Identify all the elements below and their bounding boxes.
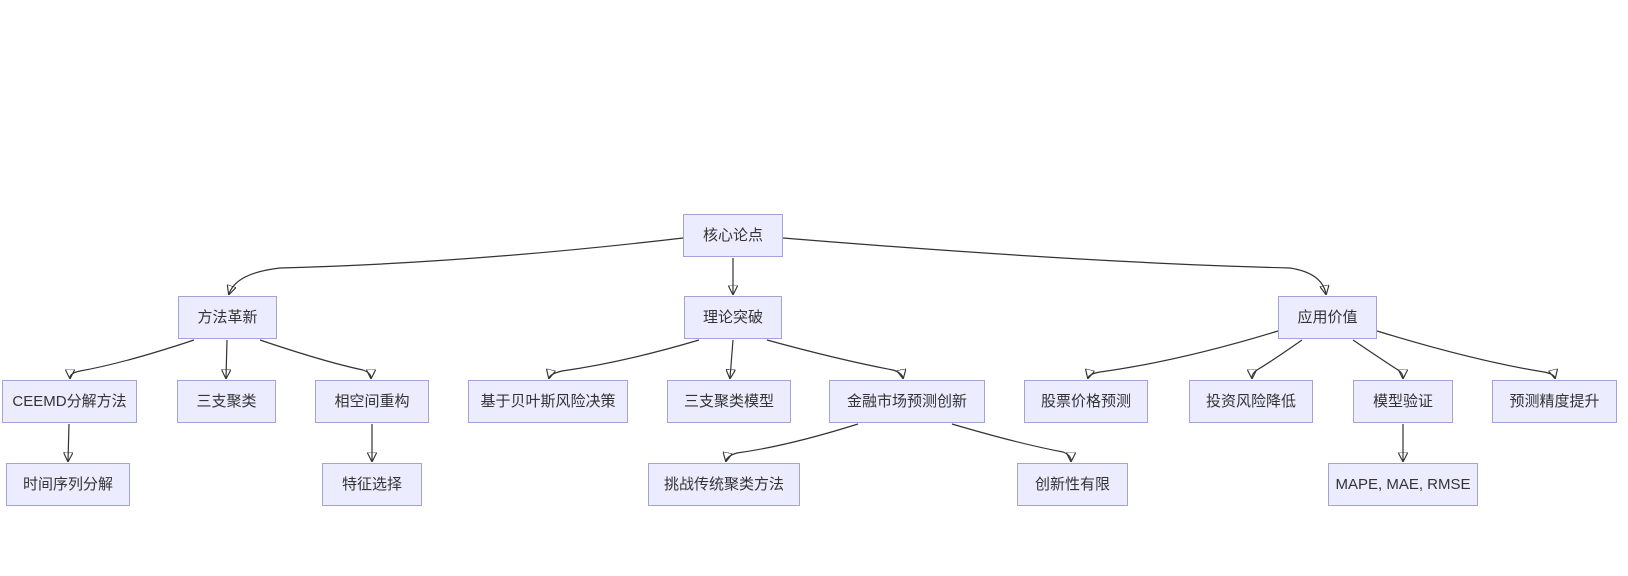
node-theory-label: 理论突破: [702, 309, 763, 326]
node-three-way-model-label: 三支聚类模型: [683, 393, 774, 410]
edge-theory-three-way-model: [730, 339, 733, 378]
node-limited-novelty: 创新性有限: [1017, 463, 1128, 506]
node-feature-selection-label: 特征选择: [341, 476, 402, 493]
node-metrics-label: MAPE, MAE, RMSE: [1335, 476, 1471, 493]
node-three-way-clustering-label: 三支聚类: [196, 393, 257, 410]
edge-finance-limited-novelty: [951, 423, 1071, 461]
node-challenge-traditional: 挑战传统聚类方法: [648, 463, 800, 506]
edge-application-risk-reduction: [1252, 339, 1303, 378]
node-method: 方法革新: [178, 296, 277, 339]
edge-theory-finance-innovation: [766, 339, 903, 378]
node-theory: 理论突破: [684, 296, 782, 339]
node-stock-prediction-label: 股票价格预测: [1040, 393, 1131, 410]
edge-method-phase-space: [259, 339, 371, 378]
node-feature-selection: 特征选择: [322, 463, 422, 506]
node-ceemd: CEEMD分解方法: [2, 380, 137, 423]
node-core-label: 核心论点: [702, 227, 763, 244]
edge-ceemd-ts-decomposition: [68, 423, 69, 461]
edge-core-application: [782, 237, 1326, 294]
edge-application-stock-prediction: [1088, 330, 1279, 378]
node-application: 应用价值: [1278, 296, 1377, 339]
edge-finance-challenge-traditional: [726, 423, 859, 461]
edge-application-model-validation: [1352, 339, 1403, 378]
node-finance-innovation: 金融市场预测创新: [829, 380, 985, 423]
node-model-validation-label: 模型验证: [1372, 393, 1433, 410]
node-limited-novelty-label: 创新性有限: [1034, 476, 1110, 493]
node-method-label: 方法革新: [197, 309, 258, 326]
node-bayes-risk: 基于贝叶斯风险决策: [468, 380, 628, 423]
edge-method-three-way-clustering: [226, 339, 227, 378]
node-application-label: 应用价值: [1297, 309, 1358, 326]
node-ts-decomposition-label: 时间序列分解: [22, 476, 113, 493]
node-phase-space: 相空间重构: [315, 380, 429, 423]
edge-method-ceemd: [70, 339, 195, 378]
node-stock-prediction: 股票价格预测: [1024, 380, 1148, 423]
node-core: 核心论点: [683, 214, 783, 257]
node-finance-innovation-label: 金融市场预测创新: [846, 393, 967, 410]
node-accuracy-improvement-label: 预测精度提升: [1509, 393, 1600, 410]
node-phase-space-label: 相空间重构: [334, 393, 410, 410]
node-three-way-clustering: 三支聚类: [177, 380, 276, 423]
edge-application-accuracy-improvement: [1376, 330, 1555, 378]
edge-core-method: [229, 237, 684, 294]
node-metrics: MAPE, MAE, RMSE: [1328, 463, 1478, 506]
edge-theory-bayes-risk: [549, 339, 700, 378]
node-risk-reduction: 投资风险降低: [1189, 380, 1313, 423]
node-ts-decomposition: 时间序列分解: [6, 463, 130, 506]
node-challenge-traditional-label: 挑战传统聚类方法: [663, 476, 784, 493]
node-accuracy-improvement: 预测精度提升: [1492, 380, 1617, 423]
node-model-validation: 模型验证: [1353, 380, 1453, 423]
node-bayes-risk-label: 基于贝叶斯风险决策: [480, 393, 616, 410]
node-three-way-model: 三支聚类模型: [667, 380, 791, 423]
node-risk-reduction-label: 投资风险降低: [1205, 393, 1296, 410]
node-ceemd-label: CEEMD分解方法: [12, 393, 127, 410]
